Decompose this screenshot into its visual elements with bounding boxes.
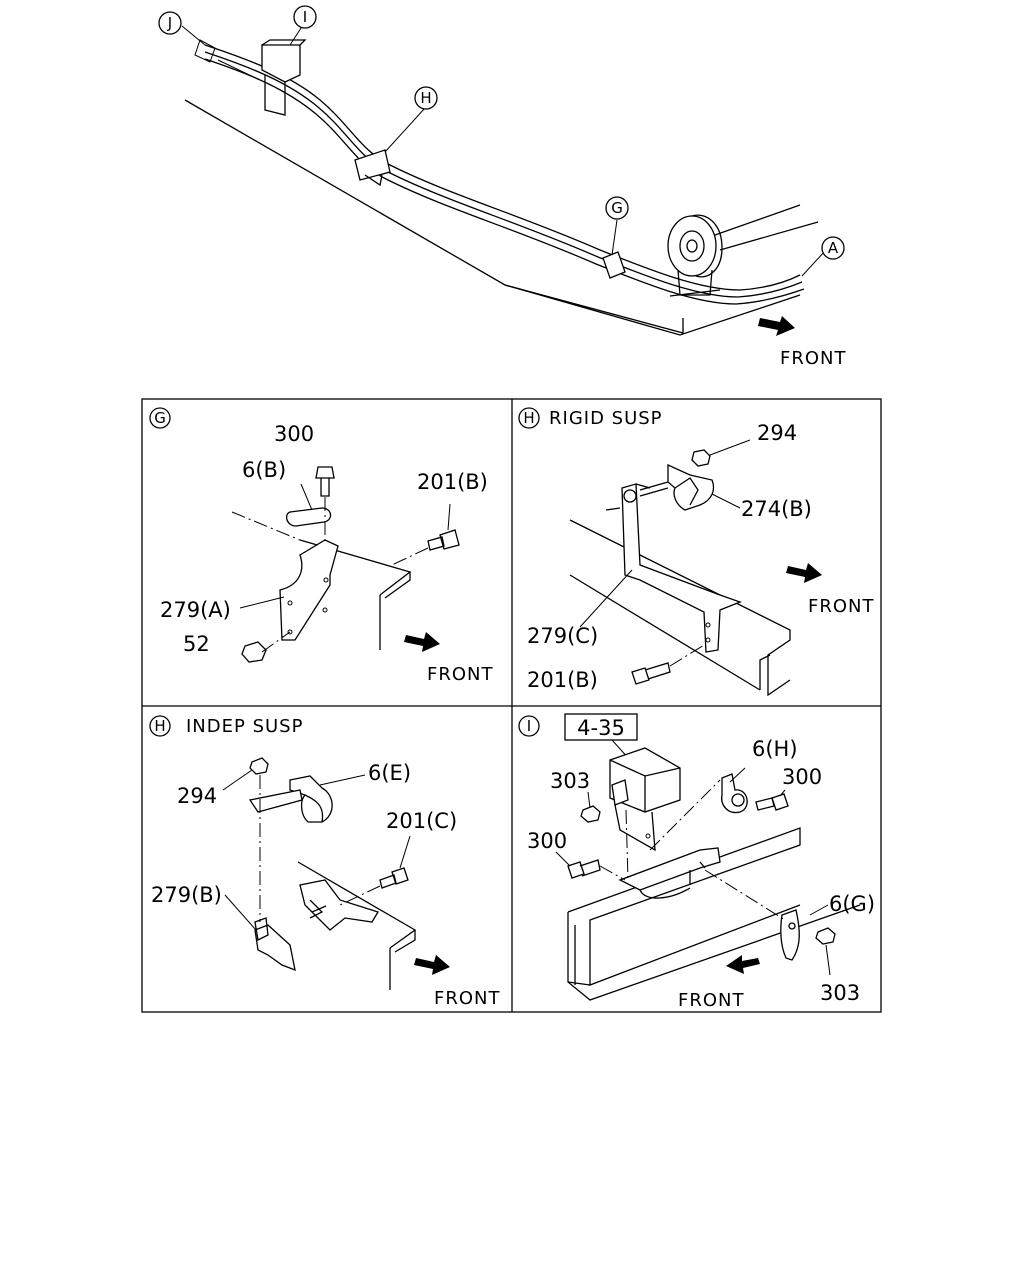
callout-i-letter: I (303, 8, 307, 26)
label-300-left: 300 (527, 829, 567, 853)
label-274b: 274(B) (741, 497, 812, 521)
callout-g-letter: G (611, 199, 623, 217)
label-6e: 6(E) (368, 761, 411, 785)
panel-g: G 300 6(B) 201(B) 279(A) 52 (149, 407, 494, 685)
callout-j-letter: J (167, 14, 172, 32)
callout-h: H (414, 86, 438, 110)
label-201c: 201(C) (386, 809, 457, 833)
front-label-h-rigid: FRONT (808, 596, 875, 617)
label-303-bottom: 303 (820, 981, 860, 1005)
label-294-rigid: 294 (757, 421, 797, 445)
overview-illustration (181, 21, 826, 336)
panel-h-indep-title: INDEP SUSP (186, 716, 303, 737)
panel-i-marker: I (527, 717, 531, 735)
label-6h: 6(H) (752, 737, 798, 761)
label-201b: 201(B) (417, 470, 488, 494)
label-294-indep: 294 (177, 784, 217, 808)
label-201b-rigid: 201(B) (527, 668, 598, 692)
panel-h-indep: H INDEP SUSP 6(E) 294 201(C) 279( (149, 715, 501, 1009)
callout-h-letter: H (420, 89, 431, 107)
panel-h-rigid-title: RIGID SUSP (549, 408, 663, 429)
ref-box-label: 4-35 (577, 716, 625, 740)
label-279c: 279(C) (527, 624, 598, 648)
front-label-h-indep: FRONT (434, 988, 501, 1009)
front-label-overview: FRONT (780, 348, 847, 369)
label-6b: 6(B) (242, 458, 286, 482)
label-303-top: 303 (550, 769, 590, 793)
label-300-right: 300 (782, 765, 822, 789)
callout-a-letter: A (828, 239, 839, 257)
front-label-g: FRONT (427, 664, 494, 685)
label-6g: 6(G) (829, 892, 875, 916)
panel-h-rigid: H RIGID SUSP 294 274(B) 279(C) 20 (518, 407, 875, 697)
panel-i: I 4-35 (518, 713, 875, 1011)
callout-a: A (821, 236, 845, 260)
callout-i: I (293, 5, 317, 29)
front-label-i: FRONT (678, 990, 745, 1011)
callout-j: J (158, 11, 182, 35)
label-279a: 279(A) (160, 598, 231, 622)
label-279b: 279(B) (151, 883, 222, 907)
panel-h-indep-marker: H (154, 717, 165, 735)
detail-panels-frame (141, 398, 882, 1013)
panel-g-marker: G (154, 409, 166, 427)
label-52: 52 (183, 632, 210, 656)
label-300: 300 (274, 422, 314, 446)
panel-h-rigid-marker: H (523, 409, 534, 427)
callout-g: G (605, 196, 629, 220)
ref-box (564, 713, 638, 741)
